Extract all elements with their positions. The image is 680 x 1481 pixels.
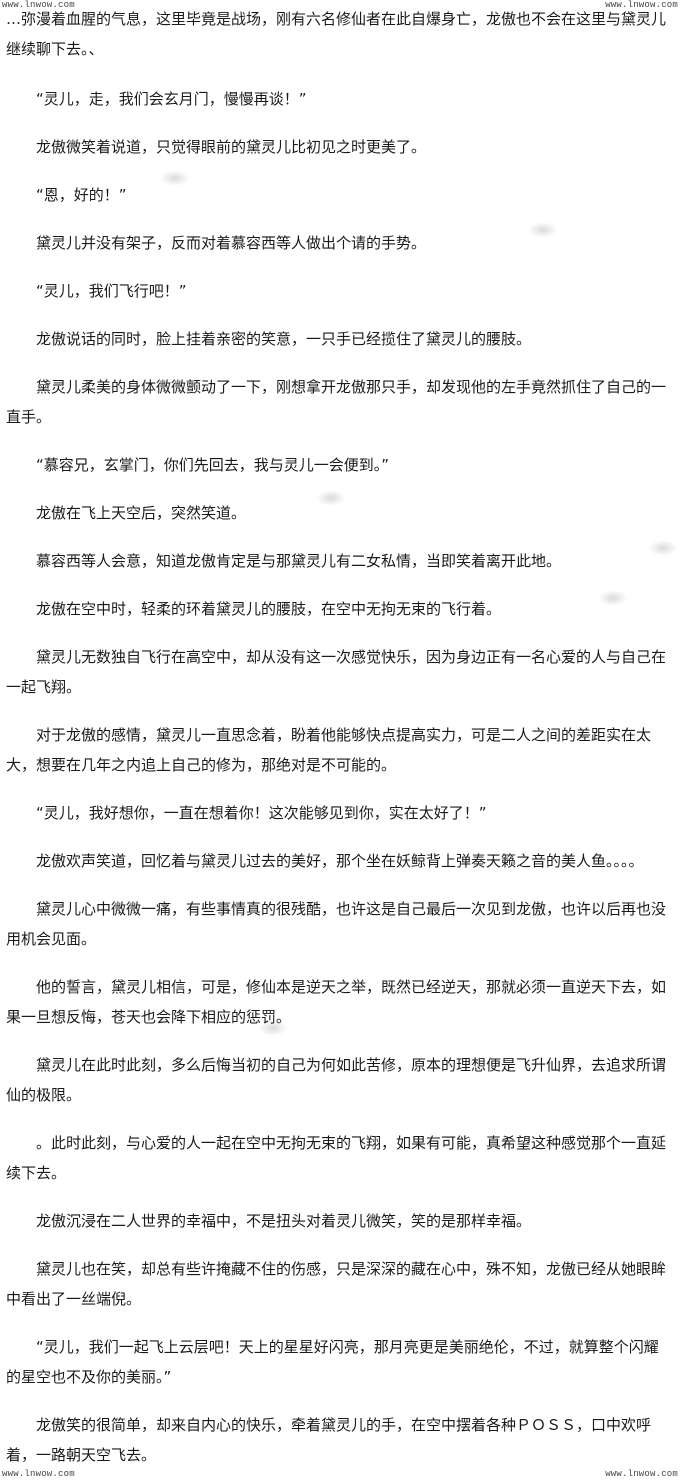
- paragraph: 龙傲欢声笑道，回忆着与黛灵儿过去的美好，那个坐在妖鲸背上弹奏天籁之音的美人鱼。。…: [36, 852, 644, 870]
- paragraph: 黛灵儿心中微微一痛，有些事情真的很残酷，也许这是自己最后一次见到龙傲，也许以后再…: [6, 900, 667, 948]
- paragraph: “灵儿，我好想你，一直在想着你！这次能够见到你，实在太好了！”: [36, 804, 487, 822]
- paragraph: 黛灵儿在此时此刻，多么后悔当初的自己为何如此苦修，原本的理想便是飞升仙界，去追求…: [6, 1056, 667, 1104]
- paragraph: “灵儿，我们一起飞上云层吧！天上的星星好闪亮，那月亮更是美丽绝伦，不过，就算整个…: [6, 1338, 659, 1386]
- paragraph: 慕容西等人会意，知道龙傲肯定是与那黛灵儿有二女私情，当即笑着离开此地。: [36, 552, 562, 570]
- paragraph: 黛灵儿柔美的身体微微颤动了一下，刚想拿开龙傲那只手，却发现他的左手竟然抓住了自己…: [6, 378, 667, 426]
- paragraph: “灵儿，我们飞行吧！”: [36, 282, 187, 300]
- watermark-bottom-right: www.lnwow.com: [605, 1469, 678, 1479]
- watermark-top-right: www.lnwow.com: [605, 0, 678, 10]
- paragraph: “慕容兄，玄掌门，你们先回去，我与灵儿一会便到。”: [36, 456, 390, 474]
- paragraph: “恩，好的！”: [36, 186, 127, 204]
- paragraph: 黛灵儿无数独自飞行在高空中，却从没有这一次感觉快乐，因为身边正有一名心爱的人与自…: [6, 648, 667, 696]
- paragraph: 龙傲说话的同时，脸上挂着亲密的笑意，一只手已经揽住了黛灵儿的腰肢。: [36, 330, 532, 348]
- paragraph: “灵儿，走，我们会玄月门，慢慢再谈！”: [36, 90, 307, 108]
- paragraph: 龙傲笑的很简单，却来自内心的快乐，牵着黛灵儿的手，在空中摆着各种ＰＯＳＳ，口中欢…: [6, 1416, 652, 1464]
- paragraph: 龙傲在空中时，轻柔的环着黛灵儿的腰肢，在空中无拘无束的飞行着。: [36, 600, 502, 618]
- paragraph: 。此时此刻，与心爱的人一起在空中无拘无束的飞翔，如果有可能，真希望这种感觉那个一…: [6, 1134, 667, 1182]
- paragraph: 龙傲在飞上天空后，突然笑道。: [36, 504, 247, 522]
- paragraph: 对于龙傲的感情，黛灵儿一直思念着，盼着他能够快点提高实力，可是二人之间的差距实在…: [6, 726, 652, 774]
- watermark-bottom-left: www.lnwow.com: [2, 1469, 75, 1479]
- paragraph: …弥漫着血腥的气息，这里毕竟是战场，刚有六名修仙者在此自爆身亡，龙傲也不会在这里…: [6, 10, 667, 58]
- paragraph: 黛灵儿也在笑，却总有些许掩藏不住的伤感，只是深深的藏在心中，殊不知，龙傲已经从她…: [6, 1260, 667, 1308]
- article-body: …弥漫着血腥的气息，这里毕竟是战场，刚有六名修仙者在此自爆身亡，龙傲也不会在这里…: [6, 4, 672, 1470]
- paragraph: 他的誓言，黛灵儿相信，可是，修仙本是逆天之举，既然已经逆天，那就必须一直逆天下去…: [6, 978, 667, 1026]
- watermark-top-left: www.lnwow.com: [2, 0, 75, 10]
- paragraph: 龙傲沉浸在二人世界的幸福中，不是扭头对着灵儿微笑，笑的是那样幸福。: [36, 1212, 532, 1230]
- paragraph: 龙傲微笑着说道，只觉得眼前的黛灵儿比初见之时更美了。: [36, 138, 427, 156]
- paragraph: 黛灵儿并没有架子，反而对着慕容西等人做出个请的手势。: [36, 234, 427, 252]
